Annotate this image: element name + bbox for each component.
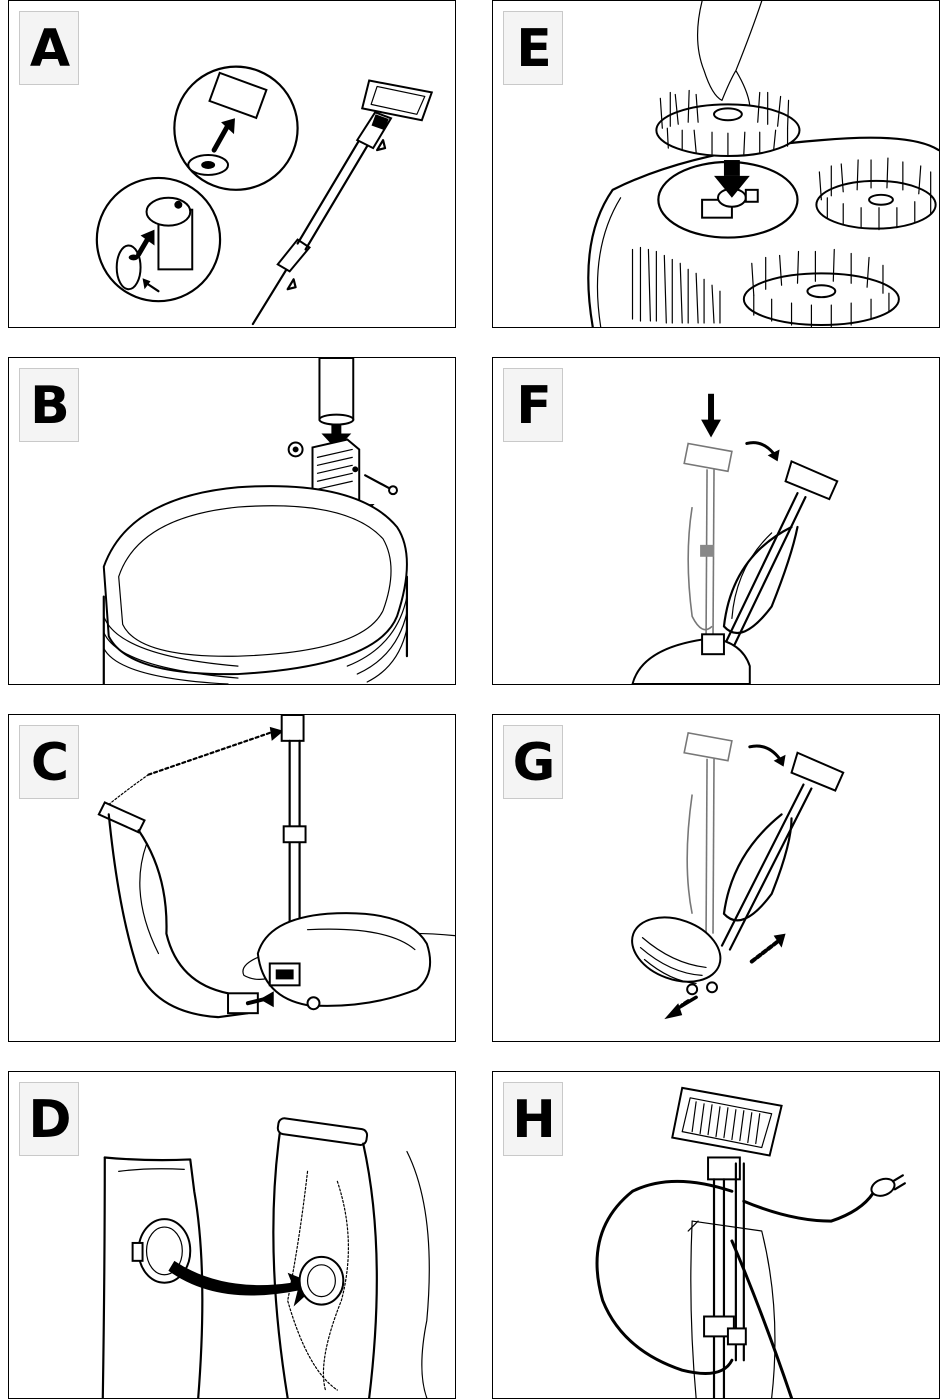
panel-label-a: A [19,11,79,85]
panel-b: B [8,357,456,685]
panel-d: D [8,1071,456,1399]
panel-e: E [492,0,940,328]
panel-letter: E [504,14,564,84]
panel-a: A [8,0,456,328]
panel-label-c: C [19,725,79,799]
panel-label-b: B [19,368,79,442]
panel-letter: C [20,728,80,798]
panel-letter: H [504,1085,564,1155]
panel-letter: B [20,371,80,441]
panel-c: C [8,714,456,1042]
panel-label-g: G [503,725,563,799]
panel-g: G [492,714,940,1042]
panel-label-h: H [503,1082,563,1156]
panel-label-d: D [19,1082,79,1156]
panel-label-e: E [503,11,563,85]
panel-f: F [492,357,940,685]
panel-letter: D [20,1085,80,1155]
panel-h: H [492,1071,940,1399]
panel-letter: A [20,14,80,84]
panel-letter: F [504,371,564,441]
panel-label-f: F [503,368,563,442]
panel-letter: G [504,728,564,798]
